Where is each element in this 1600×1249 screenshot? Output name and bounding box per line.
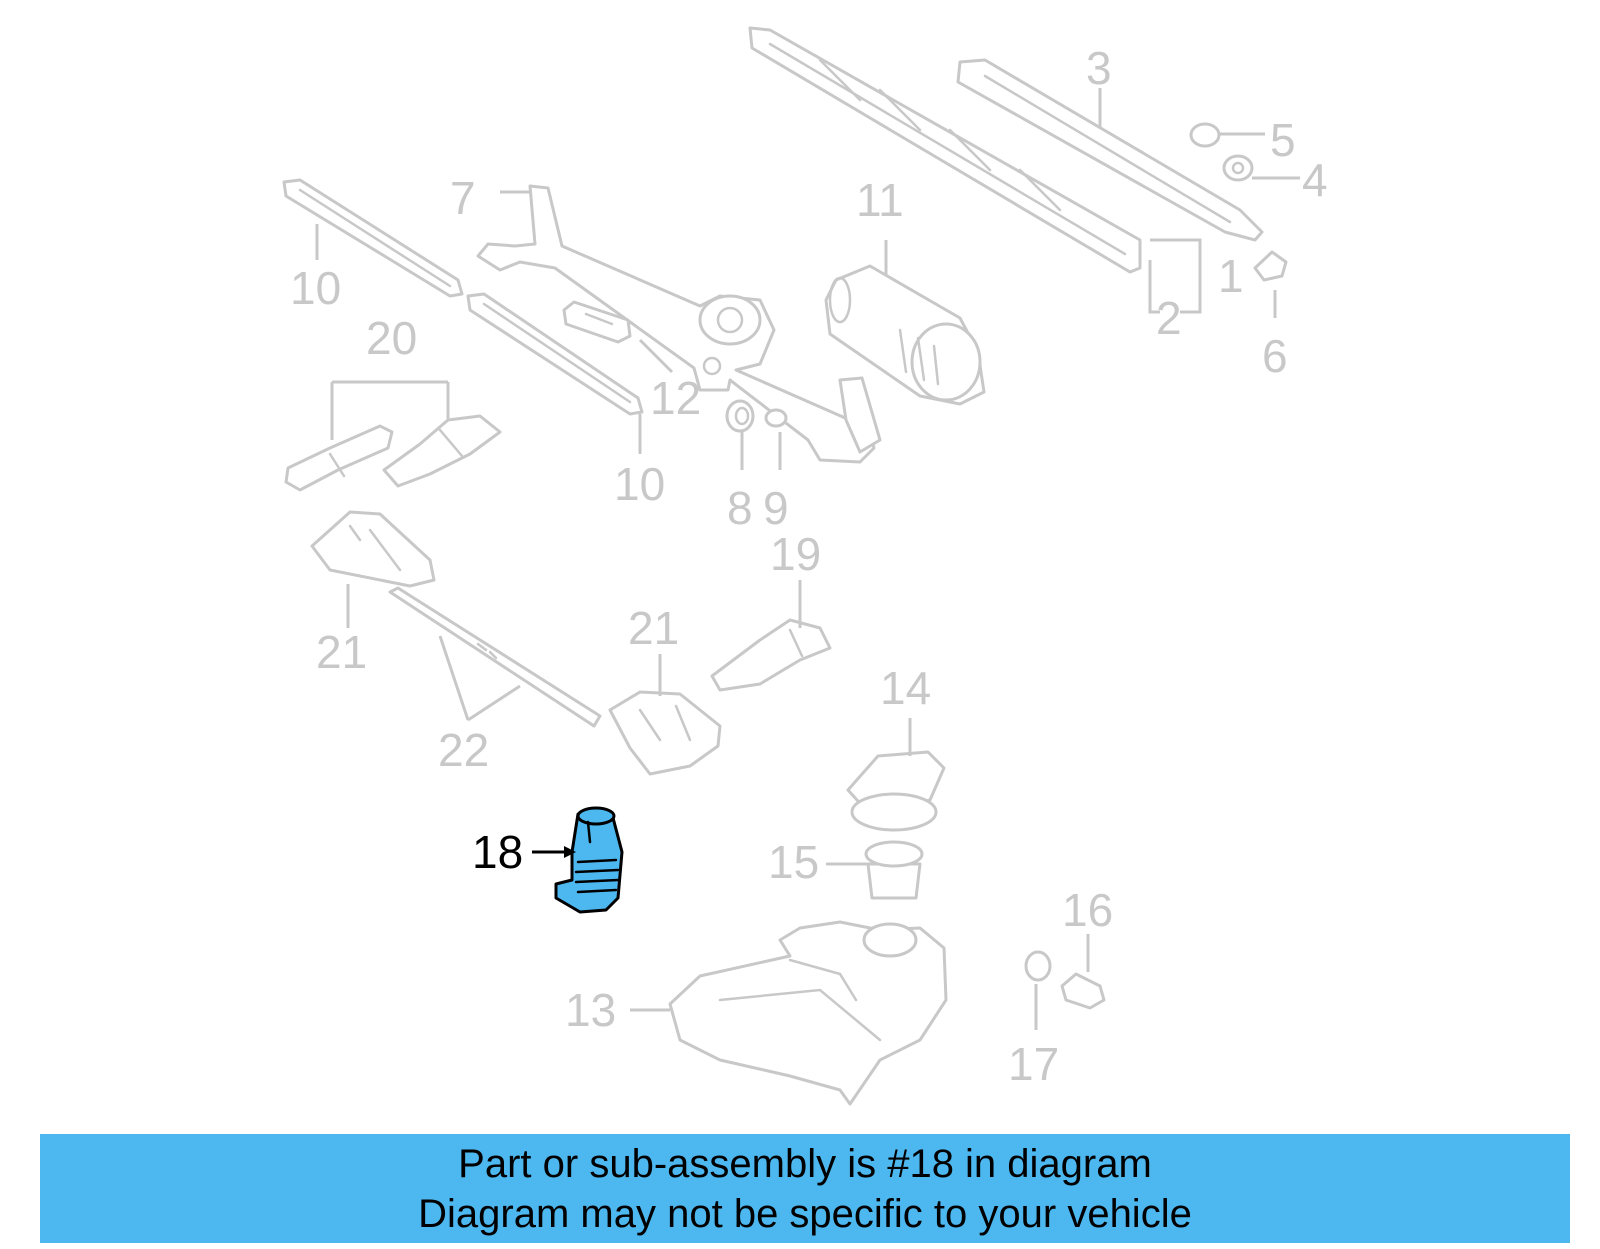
callout-9: 9 bbox=[763, 482, 789, 534]
wiper-motor-part[interactable] bbox=[824, 264, 986, 406]
callout-6: 6 bbox=[1262, 330, 1288, 382]
hose-fitting-part-19[interactable] bbox=[710, 618, 832, 692]
washer-pump-part-18[interactable] bbox=[554, 806, 624, 914]
nut-part-4[interactable] bbox=[1222, 154, 1254, 182]
callout-labels: 1 2 3 4 5 6 7 8 9 10 10 11 12 13 14 15 1… bbox=[290, 42, 1328, 1090]
callout-1: 1 bbox=[1218, 250, 1244, 302]
callout-18: 18 bbox=[472, 826, 523, 878]
level-sensor-part-16[interactable] bbox=[1060, 972, 1106, 1010]
callout-10-upper: 10 bbox=[290, 262, 341, 314]
callout-21-left: 21 bbox=[316, 626, 367, 678]
callout-10-lower: 10 bbox=[614, 458, 665, 510]
callout-3: 3 bbox=[1086, 42, 1112, 94]
banner-line-disclaimer: Diagram may not be specific to your vehi… bbox=[418, 1191, 1192, 1236]
bushing-part-8[interactable] bbox=[725, 399, 755, 433]
banner-line-part-number: Part or sub-assembly is #18 in diagram bbox=[458, 1141, 1152, 1186]
linkage-rod-part-10-lower[interactable] bbox=[466, 292, 644, 416]
callout-21-right: 21 bbox=[628, 602, 679, 654]
callout-12: 12 bbox=[650, 372, 701, 424]
cap-part-5[interactable] bbox=[1189, 122, 1221, 148]
callout-7: 7 bbox=[450, 172, 476, 224]
grommet-part-17[interactable] bbox=[1024, 950, 1052, 982]
callout-19: 19 bbox=[770, 528, 821, 580]
clip-part-12[interactable] bbox=[562, 300, 632, 344]
callout-2: 2 bbox=[1156, 292, 1182, 344]
washer-part-6[interactable] bbox=[1253, 250, 1288, 282]
info-banner: Part or sub-assembly is #18 in diagram D… bbox=[40, 1134, 1570, 1243]
hose-connector-part-20-left[interactable] bbox=[284, 424, 394, 492]
washer-hose-part-22[interactable] bbox=[388, 586, 602, 728]
callout-11: 11 bbox=[856, 174, 904, 226]
callout-14: 14 bbox=[880, 662, 931, 714]
wiper-blade-part[interactable] bbox=[748, 26, 1142, 274]
leader-lines bbox=[315, 88, 1300, 1030]
washer-nozzle-part-21-right[interactable] bbox=[608, 690, 722, 776]
washer-part-9[interactable] bbox=[764, 408, 788, 428]
filler-neck-part-15[interactable] bbox=[864, 840, 924, 900]
callout-4: 4 bbox=[1302, 154, 1328, 206]
callout-8: 8 bbox=[727, 482, 753, 534]
callout-15: 15 bbox=[768, 836, 819, 888]
callout-22: 22 bbox=[438, 724, 489, 776]
reservoir-cap-part-14[interactable] bbox=[846, 750, 946, 832]
callout-16: 16 bbox=[1062, 884, 1113, 936]
callout-13: 13 bbox=[565, 984, 616, 1036]
callout-5: 5 bbox=[1270, 114, 1296, 166]
wiper-arm-part[interactable] bbox=[956, 58, 1264, 242]
callout-20: 20 bbox=[366, 312, 417, 364]
callout-17: 17 bbox=[1008, 1038, 1059, 1090]
hose-connector-part-20-right[interactable] bbox=[382, 414, 502, 488]
wiper-linkage-frame-part[interactable] bbox=[476, 184, 882, 464]
washer-nozzle-part-21-left[interactable] bbox=[310, 510, 436, 588]
linkage-rod-part-10-upper[interactable] bbox=[282, 178, 464, 298]
washer-reservoir-part-13[interactable] bbox=[668, 920, 948, 1106]
